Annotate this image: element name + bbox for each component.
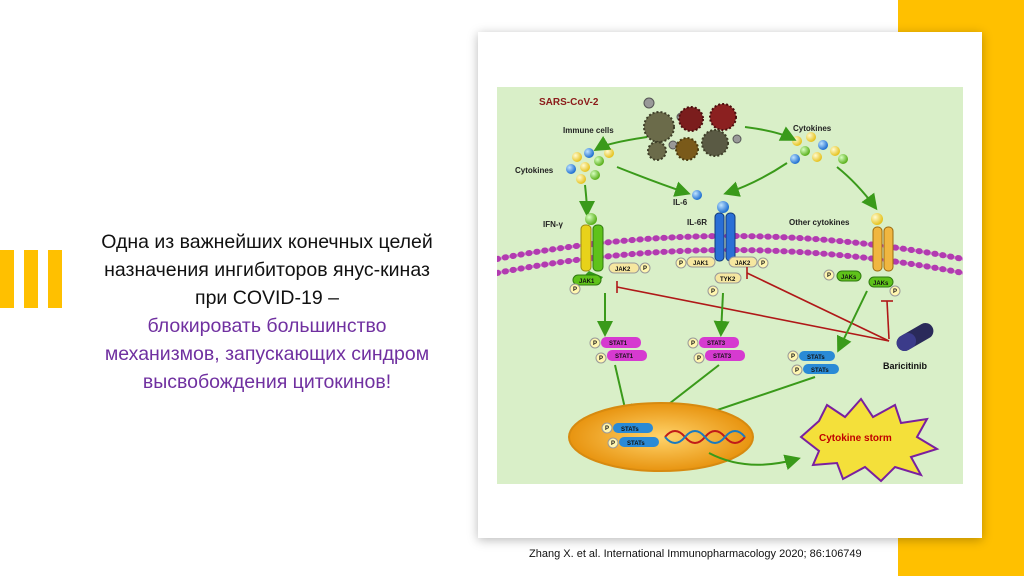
stat3-b-label: STAT3	[713, 354, 732, 360]
jak2-left-shape	[608, 262, 640, 274]
svg-text:P: P	[611, 441, 615, 447]
slide-body-text: Одна из важнейших конечных целей назначе…	[88, 228, 446, 396]
svg-text:P: P	[791, 354, 795, 360]
other-receptor	[872, 226, 894, 272]
phospho-markers-jak: P P P P P P P	[569, 257, 901, 297]
stats-b-label: STATs	[811, 368, 829, 374]
baricitinib-label: Baricitinib	[883, 361, 928, 371]
citation: Zhang X. et al. International Immunophar…	[529, 548, 862, 560]
tyk2-label: TYK2	[720, 277, 736, 283]
stat-molecules: STAT1 STAT1 P P STAT3 STAT3 P P STATs ST…	[589, 337, 839, 376]
nuclear-stats: STATs STATs P P	[601, 422, 659, 449]
other-cytokine-ball	[871, 213, 883, 225]
jak2-left-label: JAK2	[615, 267, 631, 273]
jak2-mid-shape	[728, 256, 758, 268]
accent-stripe	[24, 250, 38, 308]
jak2-mid-label: JAK2	[735, 261, 751, 267]
jak-to-stat-arrows	[597, 290, 868, 353]
stats-a-label: STATs	[807, 355, 825, 361]
svg-text:P: P	[599, 356, 603, 362]
svg-text:P: P	[893, 289, 897, 295]
jaks-1-shape	[836, 270, 862, 282]
stat3-a-label: STAT3	[707, 341, 726, 347]
jaks-1-label: JAKs	[841, 275, 857, 281]
other-cytokines-label: Other cytokines	[789, 218, 850, 227]
cytokines-left-label: Cytokines	[515, 166, 554, 175]
il6-ball	[692, 190, 702, 200]
svg-text:P: P	[691, 341, 695, 347]
il6-receptor	[714, 212, 736, 262]
svg-text:P: P	[697, 356, 701, 362]
jak-stat-pathway-diagram: SARS-CoV-2 Immune cells Cytokines Cytoki…	[497, 87, 963, 484]
accent-stripe	[48, 250, 62, 308]
nucleus-to-storm-arrow	[708, 452, 801, 470]
cytokine-storm-burst	[799, 397, 940, 483]
cytokine-flow-arrows	[578, 126, 878, 217]
svg-text:P: P	[827, 273, 831, 279]
cytokines-right-cluster	[790, 132, 848, 164]
nucleus	[568, 402, 754, 472]
inhibition-lines	[616, 267, 893, 342]
svg-text:P: P	[605, 426, 609, 432]
svg-text:P: P	[711, 289, 715, 295]
svg-text:P: P	[795, 368, 799, 374]
il6-receptor-ball	[717, 201, 729, 213]
body-text-highlight: блокировать большинство механизмов, запу…	[104, 315, 430, 393]
stat1-b-label: STAT1	[615, 354, 634, 360]
ifn-gamma-label: IFN-γ	[543, 220, 564, 229]
svg-text:P: P	[643, 266, 647, 272]
baricitinib-pill	[896, 323, 934, 351]
jaks-2-label: JAKs	[873, 281, 889, 287]
il6r-label: IL-6R	[687, 218, 707, 227]
dna-helix	[664, 430, 746, 444]
stats-nuc-b-label: STATs	[627, 441, 645, 447]
jak1-mid-shape	[686, 256, 716, 268]
immune-cells-label: Immune cells	[563, 126, 614, 135]
jak1-left-label: JAK1	[579, 279, 595, 285]
svg-text:P: P	[593, 341, 597, 347]
jaks-2-shape	[868, 276, 894, 288]
svg-text:P: P	[679, 261, 683, 267]
ifn-ball	[585, 213, 597, 225]
jak1-mid-label: JAK1	[693, 261, 709, 267]
accent-stripe	[0, 250, 14, 308]
body-text-plain: Одна из важнейших конечных целей назначе…	[101, 231, 433, 309]
svg-text:P: P	[573, 287, 577, 293]
virus-label: SARS-CoV-2	[539, 97, 599, 108]
svg-text:P: P	[761, 261, 765, 267]
cytokine-storm-label: Cytokine storm	[819, 433, 892, 444]
cytokines-left-cluster	[566, 148, 614, 184]
stat1-a-label: STAT1	[609, 341, 628, 347]
tyk2-shape	[714, 272, 742, 284]
stats-nuc-a-label: STATs	[621, 427, 639, 433]
pathway-svg: SARS-CoV-2 Immune cells Cytokines Cytoki…	[497, 97, 963, 483]
jak1-left-shape	[572, 274, 602, 286]
immune-cells-cluster	[643, 103, 737, 161]
cytokines-right-label: Cytokines	[793, 124, 832, 133]
il6-label: IL-6	[673, 198, 688, 207]
